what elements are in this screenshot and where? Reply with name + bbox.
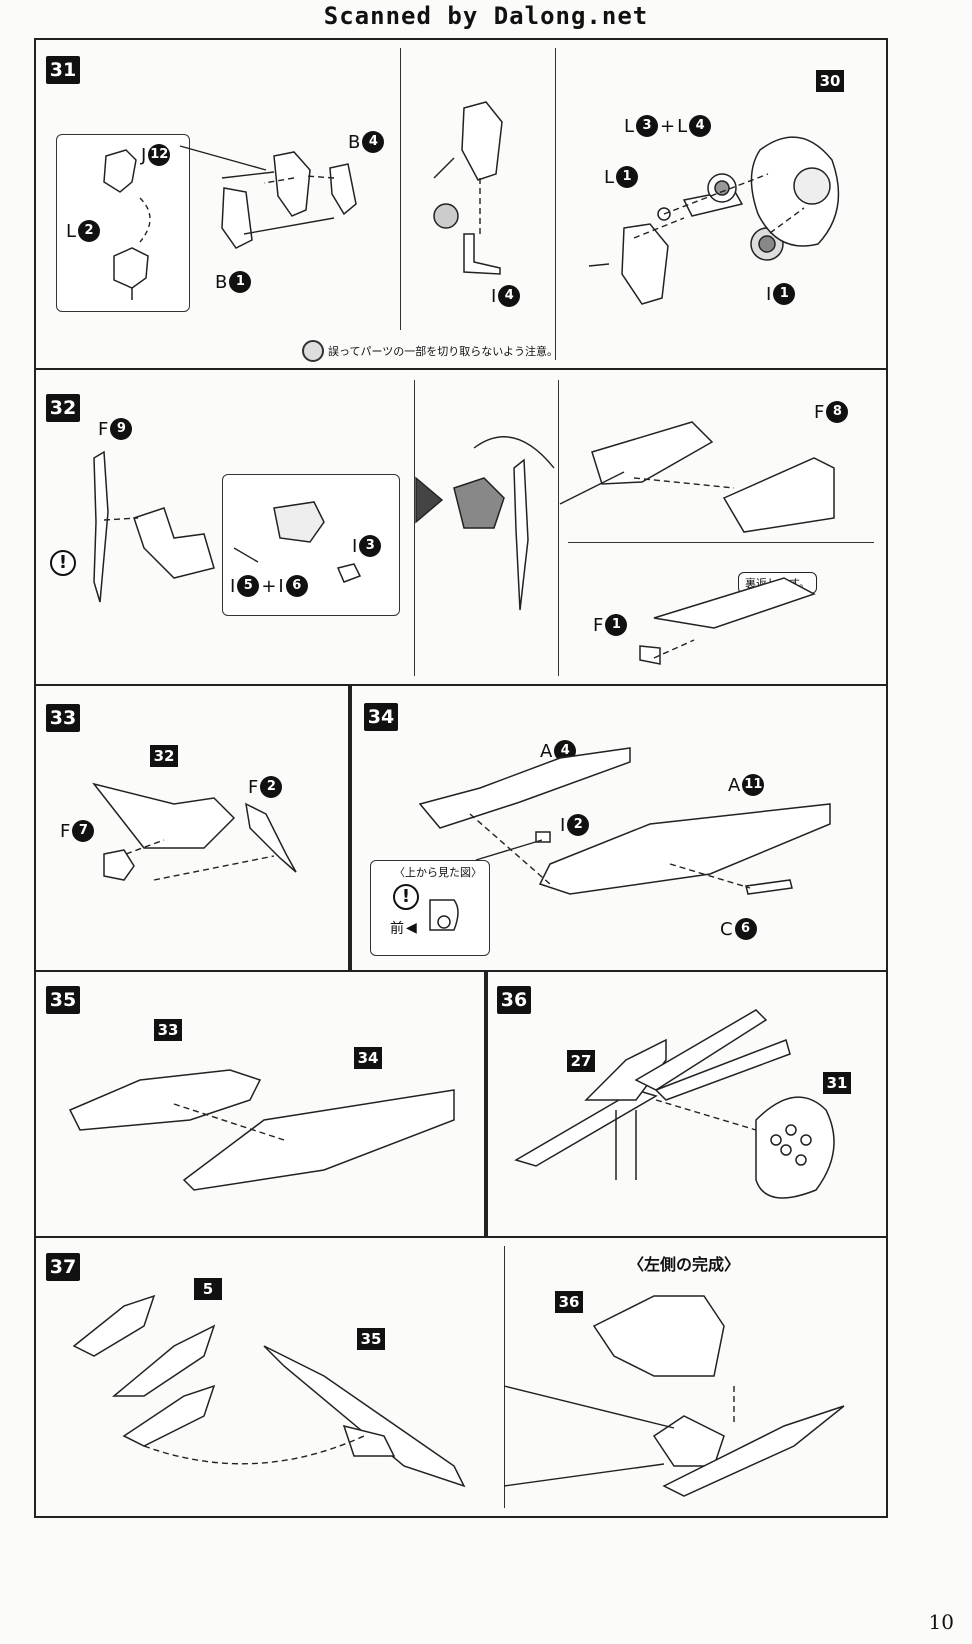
step-33-parts-drawing [92,782,297,881]
step-36-parts-drawing [514,1009,835,1199]
divider [414,380,415,676]
cut-warning-icon [302,340,324,362]
step-33-number: 33 [46,704,80,732]
step-31-number: 31 [46,56,80,84]
top-view-title: 〈上から見た図〉 [394,866,482,879]
step-32-number: 32 [46,394,80,422]
step-37-panel [34,1236,888,1518]
page-number: 10 [928,1610,954,1634]
step-36-number: 36 [497,986,531,1014]
divider [400,48,401,330]
step-35-number: 35 [46,986,80,1014]
step-37-number: 37 [46,1253,80,1281]
step-37-parts-drawing [72,1294,845,1497]
ref-step-27: 27 [567,1050,595,1072]
divider [568,542,874,543]
ref-step-33: 33 [154,1019,182,1041]
ref-step-5: 5 [194,1278,222,1300]
caution-icon: ! [393,884,419,910]
divider [504,1246,505,1508]
left-side-complete-title: 〈左側の完成〉 [628,1255,741,1274]
ref-step-34: 34 [354,1047,382,1069]
step-31-parts-drawing [103,101,840,305]
divider [555,48,556,360]
cut-caution-note: 誤ってパーツの一部を切り取らないよう注意。 [302,340,558,362]
ref-step-32: 32 [150,745,178,767]
ref-step-31: 31 [823,1072,851,1094]
front-direction-label: 前◀ [390,920,417,937]
step-32-parts-drawing [93,421,835,665]
divider [558,380,559,676]
step-35-parts-drawing [68,1069,455,1191]
scan-header: Scanned by Dalong.net [323,2,649,30]
ref-step-30: 30 [816,70,844,92]
step-34-parts-drawing [418,747,831,931]
ref-step-36: 36 [555,1291,583,1313]
step-34-number: 34 [364,703,398,731]
left-arrow-icon: ◀ [406,920,417,936]
caution-icon: ! [50,550,76,576]
ref-step-35: 35 [357,1328,385,1350]
